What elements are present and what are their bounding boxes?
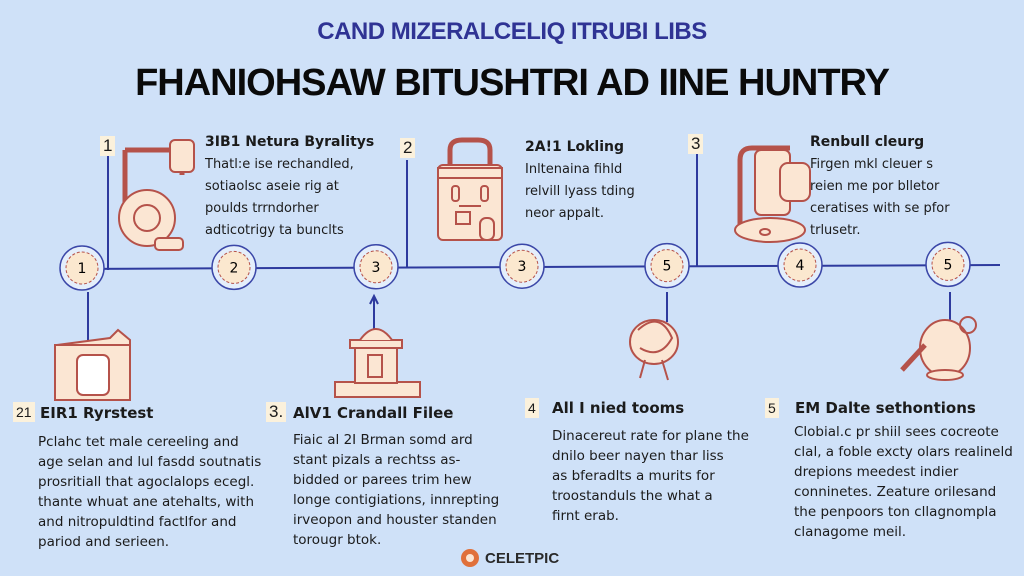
step-title: All I nied tooms	[552, 399, 685, 417]
step-number: 21	[13, 402, 35, 422]
timeline-node-6[interactable]: 4	[777, 242, 823, 288]
node-circle	[359, 250, 393, 284]
step-title: 3IB1 Netura Byralitys	[205, 134, 375, 150]
page-title: FHANIOHSAW BITUSHTRI AD IINE HUNTRY	[135, 62, 890, 104]
step-number: 1	[100, 136, 116, 156]
node-circle	[931, 247, 965, 281]
step-title: Renbull cleurg	[810, 134, 925, 150]
node-label: 5	[663, 259, 672, 275]
timeline-node-7[interactable]: 5	[925, 241, 971, 288]
step-number: 3.	[266, 402, 287, 422]
step-number: 2	[400, 138, 416, 158]
arrow-up-icon	[369, 293, 379, 305]
node-label: 3	[372, 260, 381, 276]
step-title: EIR1 Ryrstest	[40, 404, 154, 422]
timeline-node-5[interactable]: 5	[644, 242, 690, 289]
step-title: 2A!1 Lokling	[525, 139, 625, 155]
timeline-node-4[interactable]: 3	[499, 243, 545, 289]
kettle-icon	[900, 316, 977, 381]
brand-name: CELETPIC	[485, 549, 560, 567]
node-circle	[783, 248, 817, 282]
step-number: 3	[688, 134, 704, 154]
tower-icon	[334, 328, 421, 398]
node-circle	[650, 249, 684, 283]
step-title: AlV1 Crandall Filee	[293, 404, 454, 422]
step-number: 5	[765, 398, 779, 418]
step-description: Firgen mkl cleuer s reien me por blletor…	[810, 157, 950, 238]
node-label: 5	[944, 257, 953, 273]
step-number: 4	[525, 398, 539, 418]
tangled-cable-icon	[629, 319, 679, 381]
step-description: Inltenaina fihld relvill lyass tding neo…	[525, 162, 635, 221]
logo-icon	[461, 549, 479, 567]
node-label: 3	[518, 259, 527, 275]
tire-wrench-icon	[118, 139, 195, 251]
timeline-node-2[interactable]: 2	[211, 244, 257, 291]
building-icon	[437, 137, 503, 241]
brand-logo: CELETPIC	[460, 548, 559, 568]
node-label: 4	[796, 258, 805, 274]
step-description: Dinacereut rate for plane the dnilo beer…	[552, 428, 749, 524]
blender-icon	[734, 145, 811, 243]
step-description: Clobial.c pr shiil sees cocreote clal, a…	[794, 424, 1013, 540]
subtitle: CAND MIZERALCELIQ ITRUBI LIBS	[317, 18, 707, 45]
node-circle	[217, 250, 251, 284]
oven-icon	[53, 328, 131, 401]
timeline-node-1[interactable]: 1	[59, 245, 105, 291]
timeline-node-3[interactable]: 3	[353, 244, 399, 290]
step-description: Fiaic al 2I Brman somd ard stant pizals …	[293, 432, 500, 548]
step-description: Pclahc tet male cereeling and age selan …	[38, 434, 262, 550]
node-label: 1	[78, 261, 87, 277]
step-description: Thatl:e ise rechandled, sotiaolsc aseie …	[205, 157, 354, 238]
step-title: EM Dalte sethontions	[795, 399, 976, 417]
node-circle	[65, 251, 99, 285]
node-circle	[505, 249, 539, 283]
node-label: 2	[230, 260, 239, 276]
